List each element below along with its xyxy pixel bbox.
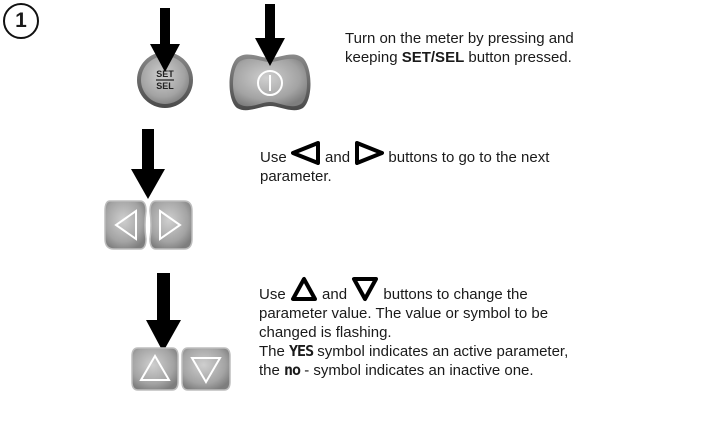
power-icon bbox=[257, 70, 283, 96]
right-arrow-icon bbox=[355, 141, 385, 165]
power-line-1: Turn on the meter by pressing and bbox=[345, 30, 574, 47]
yes-symbol: YES bbox=[289, 342, 314, 360]
power-buttons-illustration: SET SEL bbox=[137, 4, 311, 111]
left-triangle-icon bbox=[114, 209, 137, 241]
down-triangle-icon bbox=[190, 357, 222, 384]
navigate-instruction: Use and buttons to go to the next parame… bbox=[260, 141, 549, 186]
right-button[interactable] bbox=[149, 200, 193, 250]
sel-label: SEL bbox=[156, 81, 174, 91]
down-arrow-icon bbox=[255, 4, 285, 66]
step-number: 1 bbox=[15, 9, 27, 32]
up-triangle-icon bbox=[139, 354, 171, 381]
up-arrow-icon bbox=[290, 277, 317, 301]
down-arrow-icon bbox=[131, 129, 165, 199]
power-instruction: Turn on the meter by pressing and keepin… bbox=[345, 30, 574, 66]
right-triangle-icon bbox=[159, 209, 182, 241]
no-symbol: no bbox=[284, 361, 301, 379]
down-arrow-icon bbox=[146, 273, 181, 352]
set-sel-emphasis: SET/SEL bbox=[401, 49, 465, 66]
navigate-buttons-illustration bbox=[104, 129, 193, 250]
up-button[interactable] bbox=[131, 347, 179, 391]
change-buttons-illustration bbox=[131, 273, 231, 391]
left-button[interactable] bbox=[104, 200, 147, 250]
set-label: SET bbox=[156, 69, 174, 79]
step-number-badge: 1 bbox=[3, 3, 39, 39]
down-button[interactable] bbox=[181, 347, 231, 391]
left-arrow-icon bbox=[290, 141, 320, 165]
down-arrow-outline-icon bbox=[352, 277, 379, 301]
change-instruction: Use and buttons to change the parameter … bbox=[259, 276, 568, 380]
down-arrow-icon bbox=[150, 8, 180, 72]
